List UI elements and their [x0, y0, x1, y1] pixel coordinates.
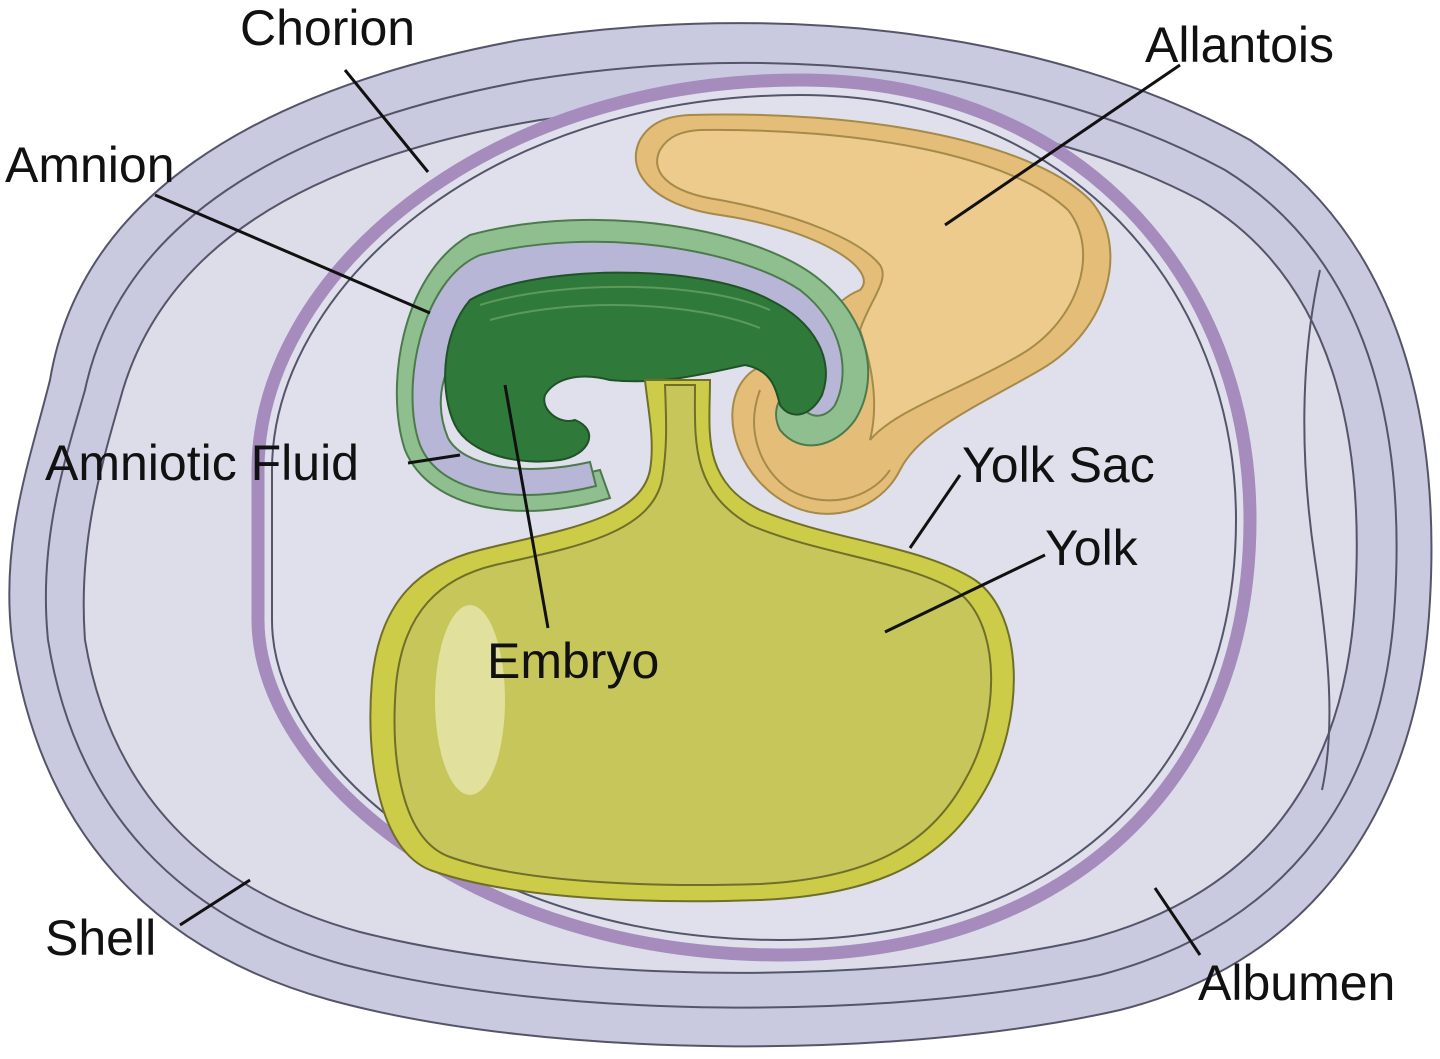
yolk-sac-label: Yolk Sac: [962, 437, 1155, 493]
yolk-shape: [393, 384, 993, 886]
albumen-label: Albumen: [1198, 955, 1395, 1011]
embryo-label: Embryo: [487, 633, 659, 689]
albumen-leader: [1153, 887, 1202, 956]
allantois-leader: [944, 63, 1181, 227]
allantois-label: Allantois: [1145, 17, 1334, 73]
shell-leader: [179, 878, 251, 927]
amniotic-fluid-leader: [407, 453, 461, 465]
amnion-label: Amnion: [5, 137, 175, 193]
chorion-leader: [343, 69, 430, 173]
shell-label: Shell: [45, 910, 156, 966]
yolk-label: Yolk: [1045, 520, 1139, 576]
shell-membrane: [44, 61, 1398, 1009]
embryo-texture: [479, 285, 771, 329]
allantois-stalk: [753, 389, 891, 502]
allantois-inner: [656, 128, 1084, 441]
amnion-leader: [154, 193, 431, 315]
chorion-inner-line: [271, 93, 1238, 942]
yolk-highlight: [435, 605, 505, 795]
amniotic-fluid-label: Amniotic Fluid: [45, 435, 359, 491]
embryo-leader: [503, 384, 550, 629]
chorion-label: Chorion: [240, 0, 415, 56]
albumen-strand: [1303, 269, 1331, 791]
yolk-sac-leader: [908, 474, 962, 549]
yolk-leader: [884, 553, 1046, 634]
